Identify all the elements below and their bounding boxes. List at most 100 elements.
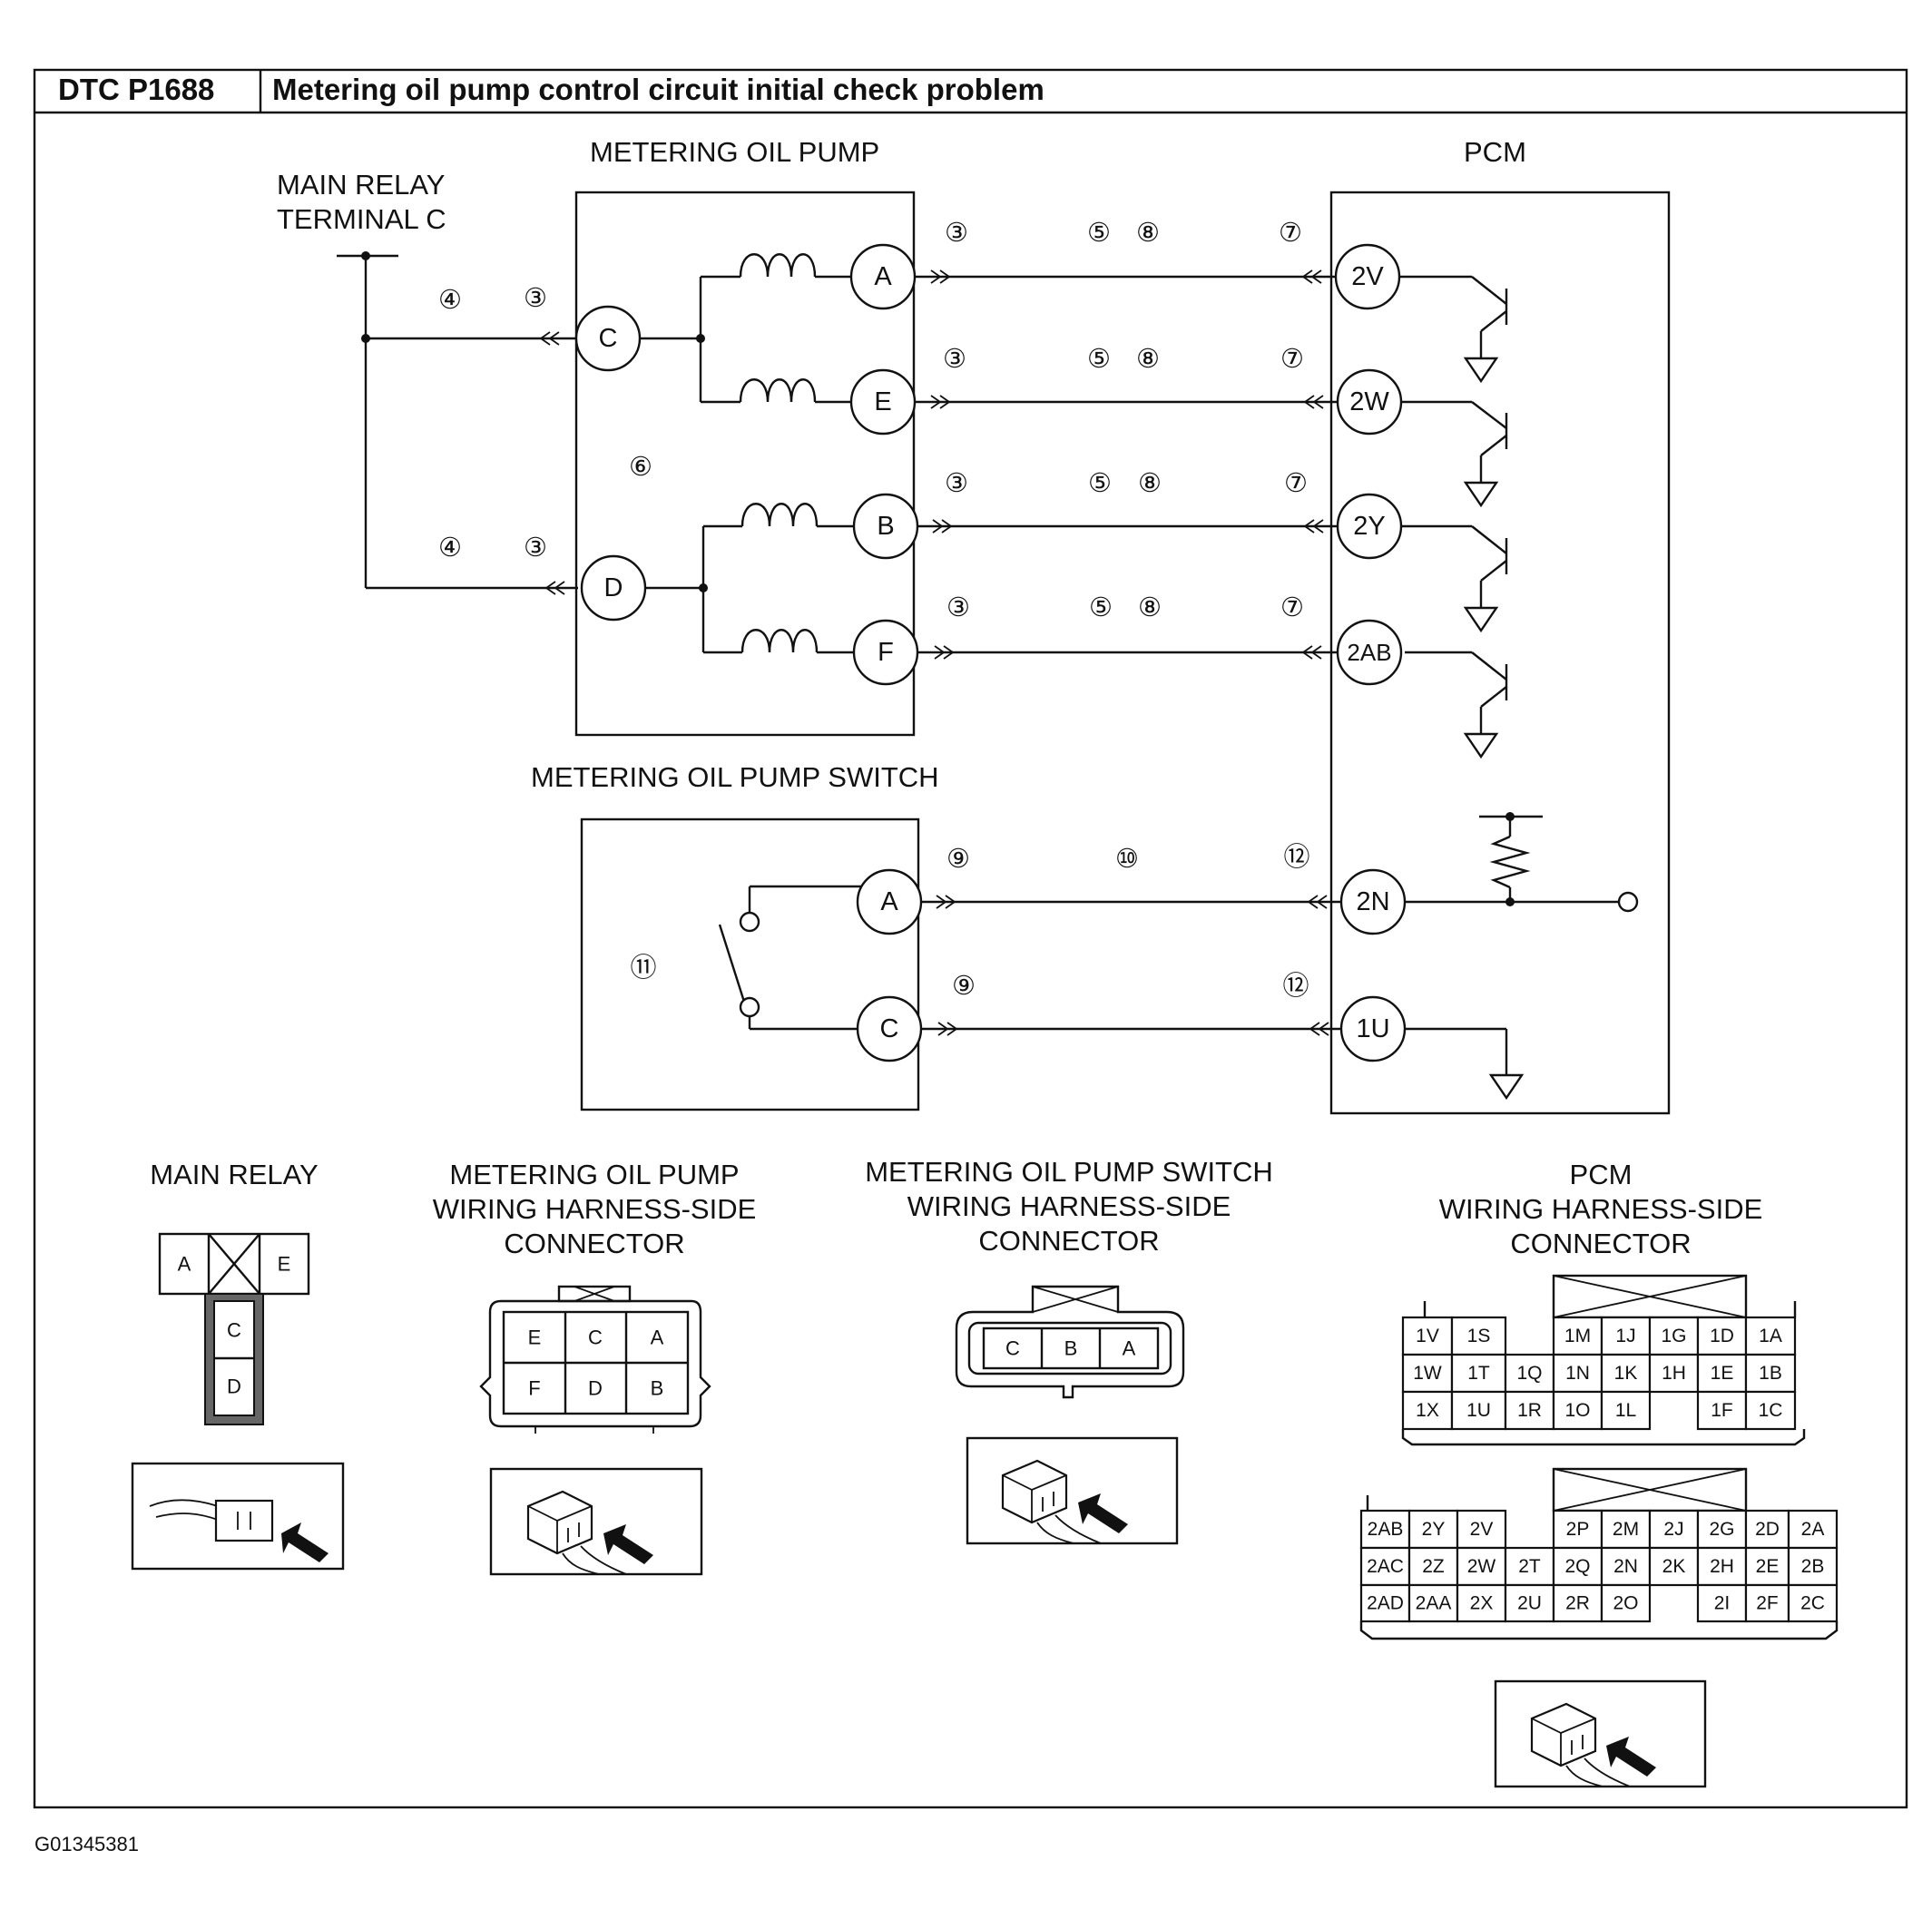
ground-icon xyxy=(1463,732,1499,759)
pcm-connector-pin xyxy=(1600,1353,1652,1394)
ground-icon xyxy=(1463,481,1499,508)
pcm-connector-pin-label: 1L xyxy=(1615,1400,1636,1421)
pcm-connector-pin-label: 2W xyxy=(1467,1556,1496,1577)
svg-text:CONNECTOR: CONNECTOR xyxy=(504,1228,684,1259)
pcm-connector-pin-label: 2C xyxy=(1800,1593,1825,1614)
dtc-code: DTC P1688 xyxy=(58,73,214,106)
svg-text:CONNECTOR: CONNECTOR xyxy=(1510,1228,1691,1259)
pcm-connector-pin-label: 2N xyxy=(1613,1556,1638,1577)
pcm-connector-pin xyxy=(1450,1390,1507,1431)
transistor-icon xyxy=(1401,524,1508,633)
pcm-connector-pin xyxy=(1648,1509,1700,1550)
coil-icon xyxy=(740,629,819,653)
connector-view-icon xyxy=(1001,1459,1128,1544)
step-marker: ⑨ xyxy=(952,972,976,1001)
pcm-connector-pin-label: 1A xyxy=(1759,1326,1782,1346)
pcm-connector-pin xyxy=(1696,1390,1748,1431)
main-relay-label-2: TERMINAL C xyxy=(277,203,446,235)
pcm-connector-pin-label: 1O xyxy=(1564,1400,1590,1421)
coil-icon xyxy=(739,378,817,403)
pcm-connector-pin-label: 1R xyxy=(1517,1400,1542,1421)
step-markers: ④ ③ ④ ③ ⑥ ③ ⑤ ⑧ ⑦ ③ ⑤ ⑧ ⑦ ③ ⑤ ⑧ ⑦ ③ ⑤ ⑧ … xyxy=(438,219,1310,1001)
pcm-terminal-2ab: 2AB xyxy=(1347,639,1391,666)
pcm-connector-pin-label: 2AC xyxy=(1367,1556,1404,1577)
pcm-connector-pin xyxy=(1401,1390,1454,1431)
pcm-connector-pin xyxy=(1456,1546,1507,1587)
svg-text:A: A xyxy=(178,1253,191,1276)
pcm-connector-pin-label: 1C xyxy=(1759,1400,1783,1421)
connector-view-icon xyxy=(526,1490,653,1575)
transistor-icon xyxy=(1405,651,1508,759)
pump-terminal-f: F xyxy=(878,638,894,667)
pcm-connector-pin-label: 2V xyxy=(1470,1519,1494,1540)
svg-text:E: E xyxy=(528,1327,542,1349)
pcm-connector-pin-label: 1G xyxy=(1661,1326,1686,1346)
pcm-connector-pin-label: 2O xyxy=(1613,1593,1638,1614)
main-relay-label-1: MAIN RELAY xyxy=(277,169,445,201)
pump-terminal-b: B xyxy=(877,512,894,541)
pcm-connector-pin xyxy=(1648,1546,1700,1587)
step-marker: ⑨ xyxy=(946,845,970,874)
ground-icon xyxy=(1488,1073,1525,1101)
pcm-connector-pin-label: 2X xyxy=(1470,1593,1494,1614)
step-marker: ③ xyxy=(945,469,968,498)
pcm-connector-pin-label: 2I xyxy=(1714,1593,1731,1614)
pcm-connector-pin-label: 1Q xyxy=(1516,1363,1542,1384)
pcm-connector-pin xyxy=(1600,1509,1652,1550)
pcm-connector-pin-label: 1M xyxy=(1564,1326,1591,1346)
switch-terminal-a: A xyxy=(880,887,898,916)
pcm-connector-pin-label: 1V xyxy=(1416,1326,1439,1346)
coil-icon xyxy=(739,253,817,278)
step-marker: ⑦ xyxy=(1280,593,1304,622)
pcm-connector-pin xyxy=(1600,1583,1652,1623)
pcm-connector-pin-label: 1J xyxy=(1615,1326,1635,1346)
svg-text:F: F xyxy=(528,1377,540,1400)
pcm-connector-pin-label: 1F xyxy=(1711,1400,1733,1421)
pcm-terminal-1u: 1U xyxy=(1356,1014,1389,1043)
pcm-connector-pin-label: 2J xyxy=(1663,1519,1683,1540)
pcm-connector-pin-label: 2Z xyxy=(1422,1556,1445,1577)
diagram-frame xyxy=(33,68,1908,1809)
svg-text:WIRING HARNESS-SIDE: WIRING HARNESS-SIDE xyxy=(1439,1193,1763,1225)
pcm-connector-pin xyxy=(1600,1316,1652,1356)
pcm-connector-pin-label: 2A xyxy=(1801,1519,1825,1540)
step-marker: ③ xyxy=(945,219,968,248)
ground-icon xyxy=(1463,606,1499,633)
pcm-connector-pin-label: 2D xyxy=(1755,1519,1780,1540)
pcm-connector-pin xyxy=(1552,1390,1603,1431)
pcm-connector-pin-label: 2AA xyxy=(1416,1593,1452,1614)
svg-text:C: C xyxy=(227,1319,241,1342)
pcm-connector-pin-label: 1E xyxy=(1711,1363,1734,1384)
pcm-connector-pin-label: 2P xyxy=(1566,1519,1590,1540)
pump-connector-view: METERING OIL PUMP WIRING HARNESS-SIDE CO… xyxy=(433,1159,756,1576)
pcm-terminal-2y: 2Y xyxy=(1353,512,1385,541)
transistor-icon xyxy=(1399,275,1508,384)
pcm-connector-pin-label: 2Y xyxy=(1422,1519,1446,1540)
step-marker: ⑫ xyxy=(1283,843,1309,872)
transistor-icon xyxy=(1401,400,1508,508)
coil-icon xyxy=(740,503,819,527)
step-marker: ⑧ xyxy=(1138,469,1162,498)
connector-view-icon xyxy=(1530,1702,1656,1787)
svg-text:PCM: PCM xyxy=(1570,1159,1633,1190)
pcm-connector-pin xyxy=(1552,1353,1603,1394)
svg-text:D: D xyxy=(227,1375,241,1398)
svg-text:CONNECTOR: CONNECTOR xyxy=(978,1225,1159,1257)
pcm-terminal-2w: 2W xyxy=(1349,387,1389,416)
terminals: C D A E B F 2V 2W 2Y 2AB 2N 1U A C xyxy=(574,243,1407,1062)
pcm-connector-pin-label: 1H xyxy=(1662,1363,1686,1384)
pcm-connector-pin xyxy=(1744,1390,1797,1431)
pcm-connector-pin-label: 2AD xyxy=(1367,1593,1404,1614)
main-relay-supply xyxy=(337,251,578,595)
step-marker: ③ xyxy=(946,593,970,622)
pump-terminal-a: A xyxy=(874,262,892,291)
pcm-connector-pin xyxy=(1696,1353,1748,1394)
step-marker: ⑧ xyxy=(1136,345,1160,374)
step-marker: ⑤ xyxy=(1087,345,1111,374)
pcm-terminal-2v: 2V xyxy=(1351,262,1384,291)
pcm-label: PCM xyxy=(1464,136,1526,168)
pcm-connector-pin-label: 1N xyxy=(1565,1363,1590,1384)
step-marker: ⑤ xyxy=(1088,469,1112,498)
svg-text:A: A xyxy=(1123,1337,1136,1360)
svg-text:B: B xyxy=(1064,1337,1078,1360)
